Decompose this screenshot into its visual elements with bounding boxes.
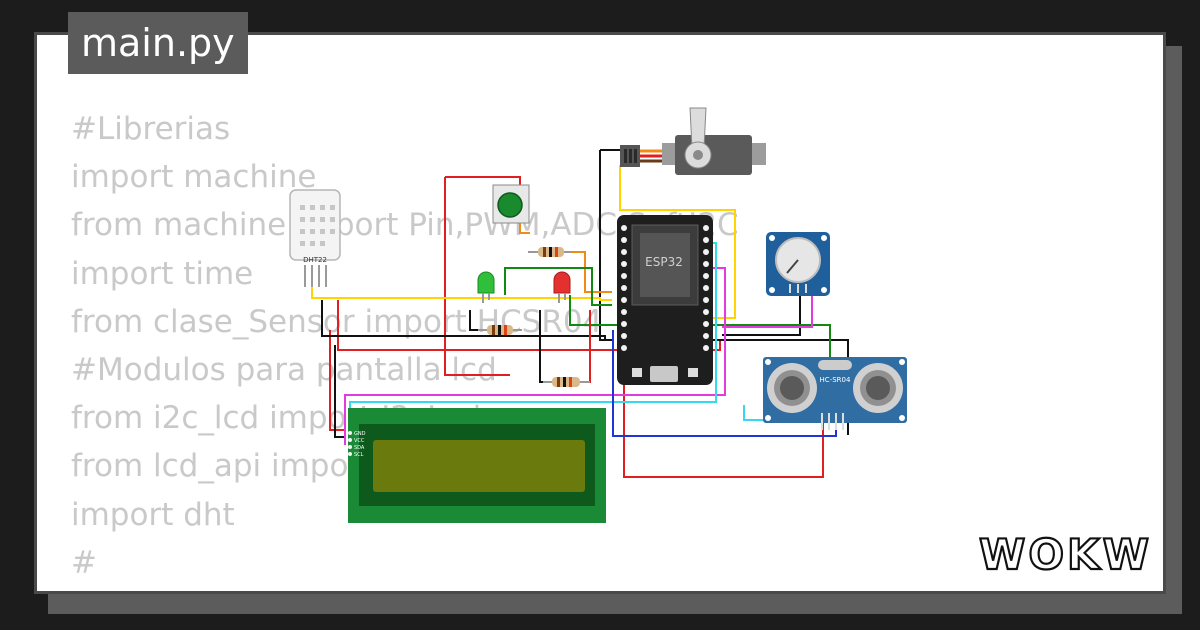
wire-black xyxy=(334,345,344,438)
resistor xyxy=(528,247,572,257)
push-button[interactable] xyxy=(492,184,530,224)
wire-black xyxy=(321,300,606,340)
code-line: #Modulos para pantalla lcd xyxy=(71,352,497,389)
lcd-pin-label: GND xyxy=(354,431,366,437)
wire-red xyxy=(444,177,510,376)
lcd-display[interactable]: GND VCC SDA SCL xyxy=(348,408,606,523)
servo-motor[interactable] xyxy=(620,107,766,175)
wire-red xyxy=(337,300,721,351)
code-line: #Librerias xyxy=(71,111,231,147)
wire-red xyxy=(623,345,824,478)
wire-yellow xyxy=(619,165,736,319)
lcd-pin-label: SCL xyxy=(354,452,364,458)
potentiometer[interactable] xyxy=(766,232,830,296)
wire-red xyxy=(588,310,591,383)
wire-green xyxy=(504,267,612,306)
wire-black xyxy=(469,310,486,331)
wire-black xyxy=(599,150,612,341)
wire-yellow xyxy=(311,285,612,301)
led-green[interactable] xyxy=(477,271,495,303)
wire-black xyxy=(539,310,552,383)
wokwi-logo: WOKWI xyxy=(978,529,1153,580)
resistor xyxy=(543,377,590,387)
code-line: import machine xyxy=(71,159,317,196)
ultrasonic-label: HC-SR04 xyxy=(820,376,851,384)
resistor xyxy=(478,325,522,335)
code-line: # xyxy=(71,544,97,581)
code-line: import dht xyxy=(71,496,235,533)
file-tab[interactable]: main.py xyxy=(68,12,248,74)
wire-magenta xyxy=(722,290,813,328)
lcd-pin-label: VCC xyxy=(354,438,365,444)
dht22-label: DHT22 xyxy=(303,256,327,264)
esp32-board[interactable]: ESP32 xyxy=(617,215,713,385)
esp32-label: ESP32 xyxy=(645,255,683,269)
wire-black xyxy=(722,290,801,336)
led-red[interactable] xyxy=(553,271,571,303)
wokwi-logo-text: WOKWI xyxy=(979,530,1153,579)
code-line: import time xyxy=(71,255,254,292)
wire-green xyxy=(569,295,831,412)
ultrasonic-sensor[interactable]: HC-SR04 xyxy=(763,357,907,430)
lcd-pin-label: SDA xyxy=(354,445,365,451)
wire-magenta xyxy=(344,267,726,445)
wire-red xyxy=(329,330,344,431)
dht22-sensor[interactable]: DHT22 xyxy=(289,189,341,287)
wire-orange xyxy=(562,251,612,293)
